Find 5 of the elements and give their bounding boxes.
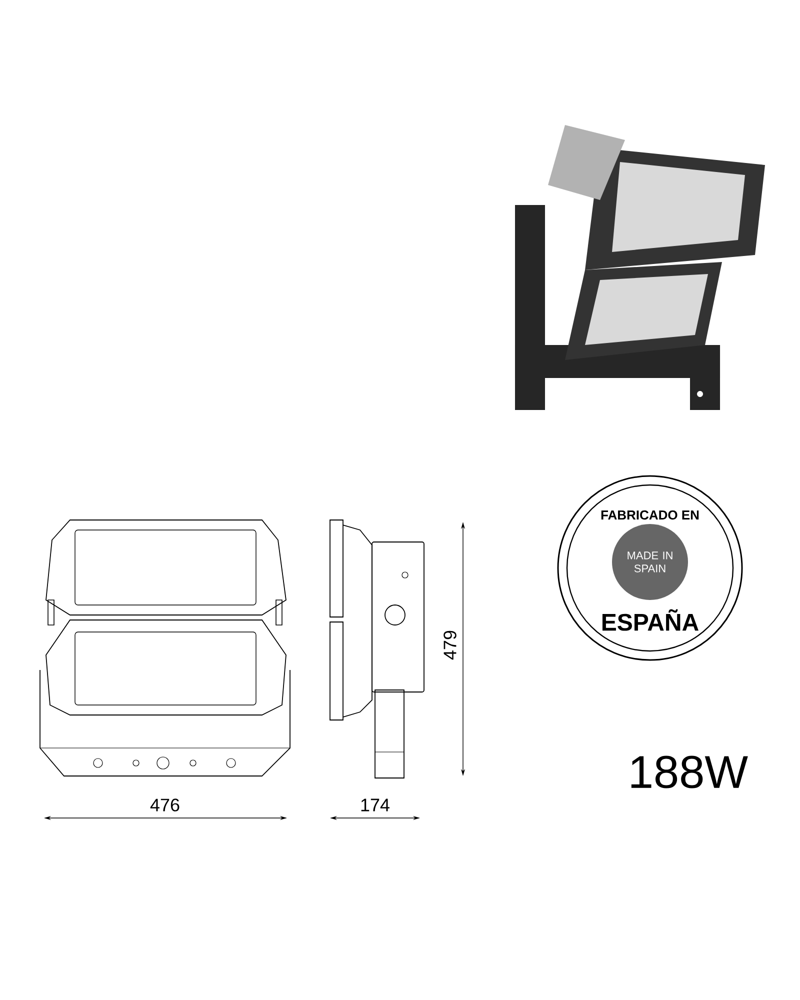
- made-in-spain-badge: FABRICADO EN MADE IN SPAIN ESPAÑA: [557, 475, 743, 661]
- dimension-value: 476: [150, 798, 180, 812]
- dimension-value: 174: [361, 798, 390, 812]
- wattage-label: 188W: [631, 756, 748, 788]
- dimension-value: 479: [444, 630, 456, 660]
